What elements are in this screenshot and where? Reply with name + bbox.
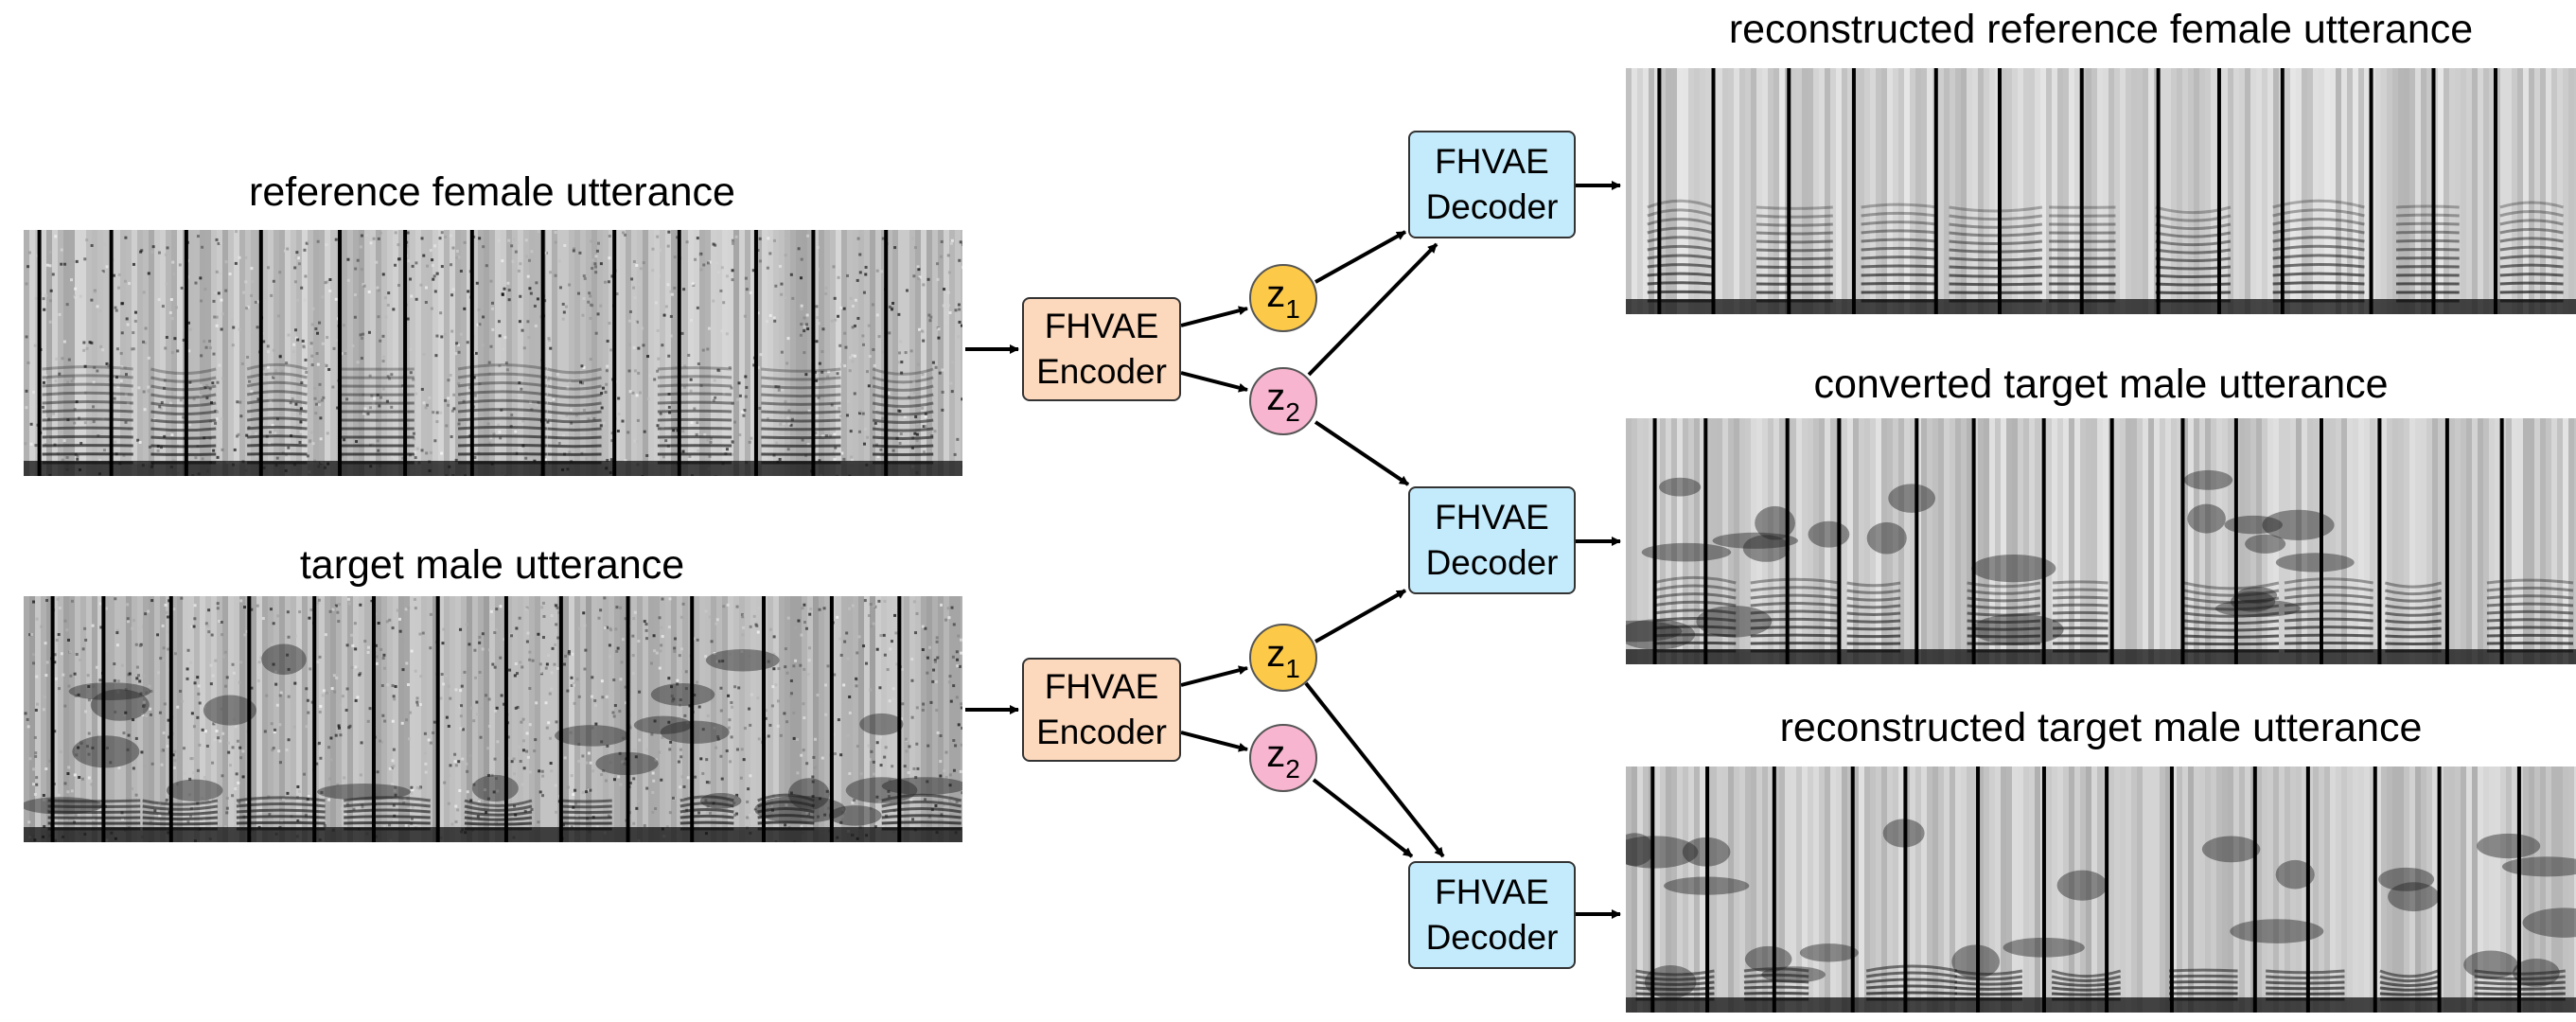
reconstructed-target-spectrogram: [1626, 766, 2576, 1013]
spectrogram-texture: [24, 230, 962, 476]
z1-subscript: 1: [1285, 294, 1300, 324]
target-male-spectrogram: [24, 596, 962, 842]
arrow-z2b-to-decoder3: [1312, 778, 1414, 858]
decoder-label: FHVAE Decoder: [1425, 872, 1559, 957]
spectrogram-texture: [1626, 418, 2576, 664]
arrow-encoder1-to-z1: [1180, 306, 1248, 327]
decoder-box-converted: FHVAE Decoder: [1408, 486, 1576, 594]
reference-female-title: reference female utterance: [249, 169, 735, 215]
z2-subscript: 2: [1285, 754, 1300, 784]
decoder-label: FHVAE Decoder: [1425, 141, 1559, 226]
arrow-z1a-to-decoder1: [1314, 230, 1406, 284]
target-male-title: target male utterance: [299, 542, 685, 588]
z2-symbol: z: [1266, 733, 1286, 775]
encoder-label: FHVAE Encoder: [1036, 666, 1167, 751]
z1-subscript: 1: [1285, 654, 1300, 683]
arrow-encoder2-to-z1: [1180, 665, 1248, 687]
converted-target-spectrogram: [1626, 418, 2576, 664]
arrow-z2a-to-decoder1: [1307, 242, 1438, 377]
arrow-z1b-to-decoder2: [1314, 589, 1406, 643]
spectrogram-texture: [24, 596, 962, 842]
reconstructed-reference-title: reconstructed reference female utterance: [1728, 7, 2474, 52]
arrow-z2a-to-decoder2: [1314, 420, 1410, 486]
arrow-z1b-to-decoder3: [1304, 681, 1445, 858]
decoder-box-reconstructed-target: FHVAE Decoder: [1408, 861, 1576, 969]
z1-symbol: z: [1266, 633, 1286, 675]
spectrogram-texture: [1626, 68, 2576, 314]
converted-target-title: converted target male utterance: [1813, 361, 2389, 407]
z1-symbol: z: [1266, 273, 1286, 315]
encoder-label: FHVAE Encoder: [1036, 306, 1167, 391]
arrow-encoder2-to-z2: [1180, 731, 1248, 752]
decoder-label: FHVAE Decoder: [1425, 497, 1559, 582]
spectrogram-texture: [1626, 766, 2576, 1013]
arrow-encoder1-to-z2: [1180, 371, 1248, 393]
decoder-box-reconstructed-reference: FHVAE Decoder: [1408, 131, 1576, 238]
reconstructed-reference-spectrogram: [1626, 68, 2576, 314]
z2-symbol: z: [1266, 377, 1286, 418]
encoder-box-reference: FHVAE Encoder: [1022, 297, 1181, 401]
reference-female-spectrogram: [24, 230, 962, 476]
z2-subscript: 2: [1285, 397, 1300, 427]
reconstructed-target-title: reconstructed target male utterance: [1779, 705, 2423, 750]
encoder-box-target: FHVAE Encoder: [1022, 658, 1181, 762]
